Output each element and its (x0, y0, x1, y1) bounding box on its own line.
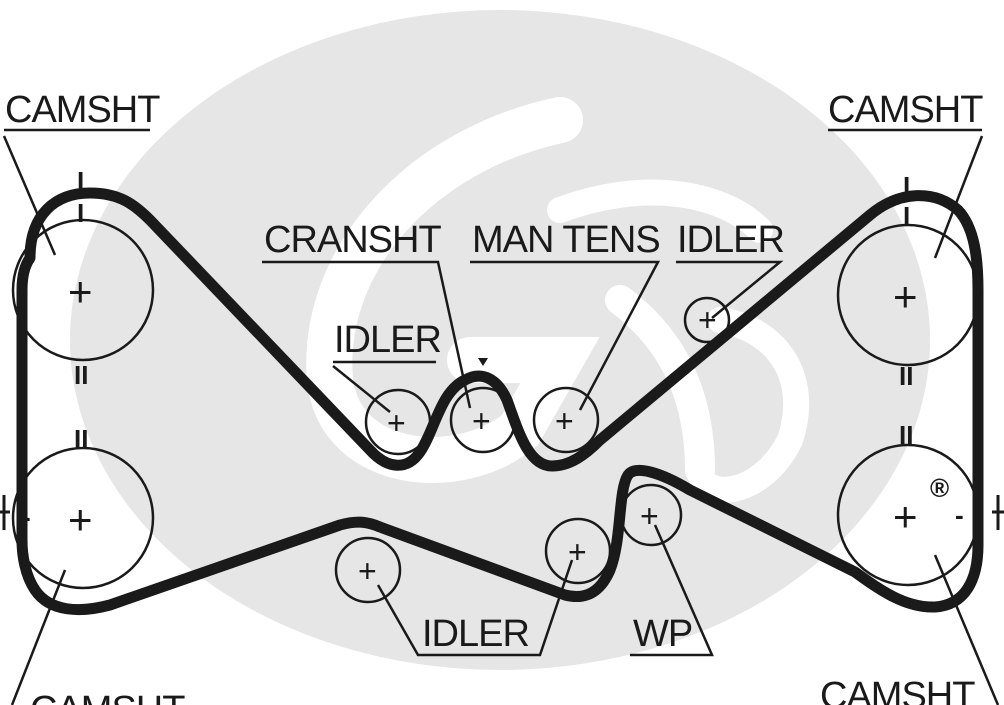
label-camshaft-top-right: CAMSHT (828, 89, 983, 131)
idler-pulley-bottom-left (334, 536, 402, 604)
leader-idler-upper-right (676, 260, 784, 319)
manual-tensioner-pulley (532, 386, 600, 454)
label-camshaft-bottom-left: CAMSHT (30, 689, 185, 705)
timing-mark-double-br: II (899, 420, 913, 450)
label-water-pump: WP (633, 613, 692, 655)
leader-cam-bl (10, 569, 67, 705)
timing-mark-single-tr: I (903, 171, 910, 201)
camshaft-pulley-top-left (11, 218, 155, 362)
engine-mark-left (0, 495, 10, 530)
timing-mark-double-tr: II (899, 361, 913, 391)
timing-mark-dash-br: - (955, 500, 964, 530)
timing-mark-double-bl: II (74, 424, 88, 454)
label-idler-upper-right: IDLER (677, 219, 784, 261)
leader-cam-br (933, 554, 1000, 705)
timing-mark-dash-bl: - (22, 502, 31, 532)
timing-marks: I I II II - I I II II - (0, 166, 1004, 532)
pulley-centers: + + + + + + + + + + + (68, 268, 918, 589)
leader-crankshaft (262, 260, 472, 409)
label-idler-center: IDLER (334, 319, 441, 361)
engine-mark-right (992, 495, 1004, 530)
leader-idler-center (332, 365, 391, 413)
center-mark-water-pump: + (640, 498, 659, 534)
center-mark-cam-tl: + (68, 268, 93, 315)
leader-cam-tr (933, 135, 984, 259)
idler-pulley-upper-right (683, 296, 731, 344)
labels: CAMSHT CAMSHT CRANSHT MAN TENS IDLER IDL… (5, 89, 984, 705)
timing-mark-single-tr-2: I (903, 201, 910, 231)
center-mark-crankshaft: + (472, 403, 491, 439)
center-mark-cam-tr: + (893, 273, 918, 320)
leader-cam-tl (2, 135, 57, 256)
center-mark-cam-br: + (893, 493, 918, 540)
center-mark-idler-bottom-left: + (358, 553, 377, 589)
timing-belt (16, 187, 984, 616)
label-camshaft-top-left: CAMSHT (5, 89, 160, 131)
center-mark-cam-bl: + (68, 496, 93, 543)
center-mark-idler-upper-right: + (698, 302, 717, 338)
center-mark-tensioner: + (555, 403, 574, 439)
camshaft-pulley-bottom-left (11, 446, 155, 590)
label-crankshaft: CRANSHT (264, 219, 441, 261)
center-mark-idler-center: + (387, 405, 406, 441)
label-idler-bottom: IDLER (422, 613, 529, 655)
timing-mark-double-tl: II (74, 360, 88, 390)
label-manual-tensioner: MAN TENS (472, 219, 660, 261)
registered-mark: ® (930, 473, 949, 503)
timing-mark-single-tl-2: I (77, 198, 84, 228)
timing-mark-single-tl: I (77, 166, 84, 196)
leader-idler-bottom (376, 559, 574, 657)
leader-water-pump (630, 524, 714, 657)
label-camshaft-bottom-right: CAMSHT (820, 675, 975, 705)
crank-timing-arrow (478, 358, 488, 366)
leader-manual-tensioner (470, 260, 661, 411)
leader-lines (2, 128, 1000, 705)
